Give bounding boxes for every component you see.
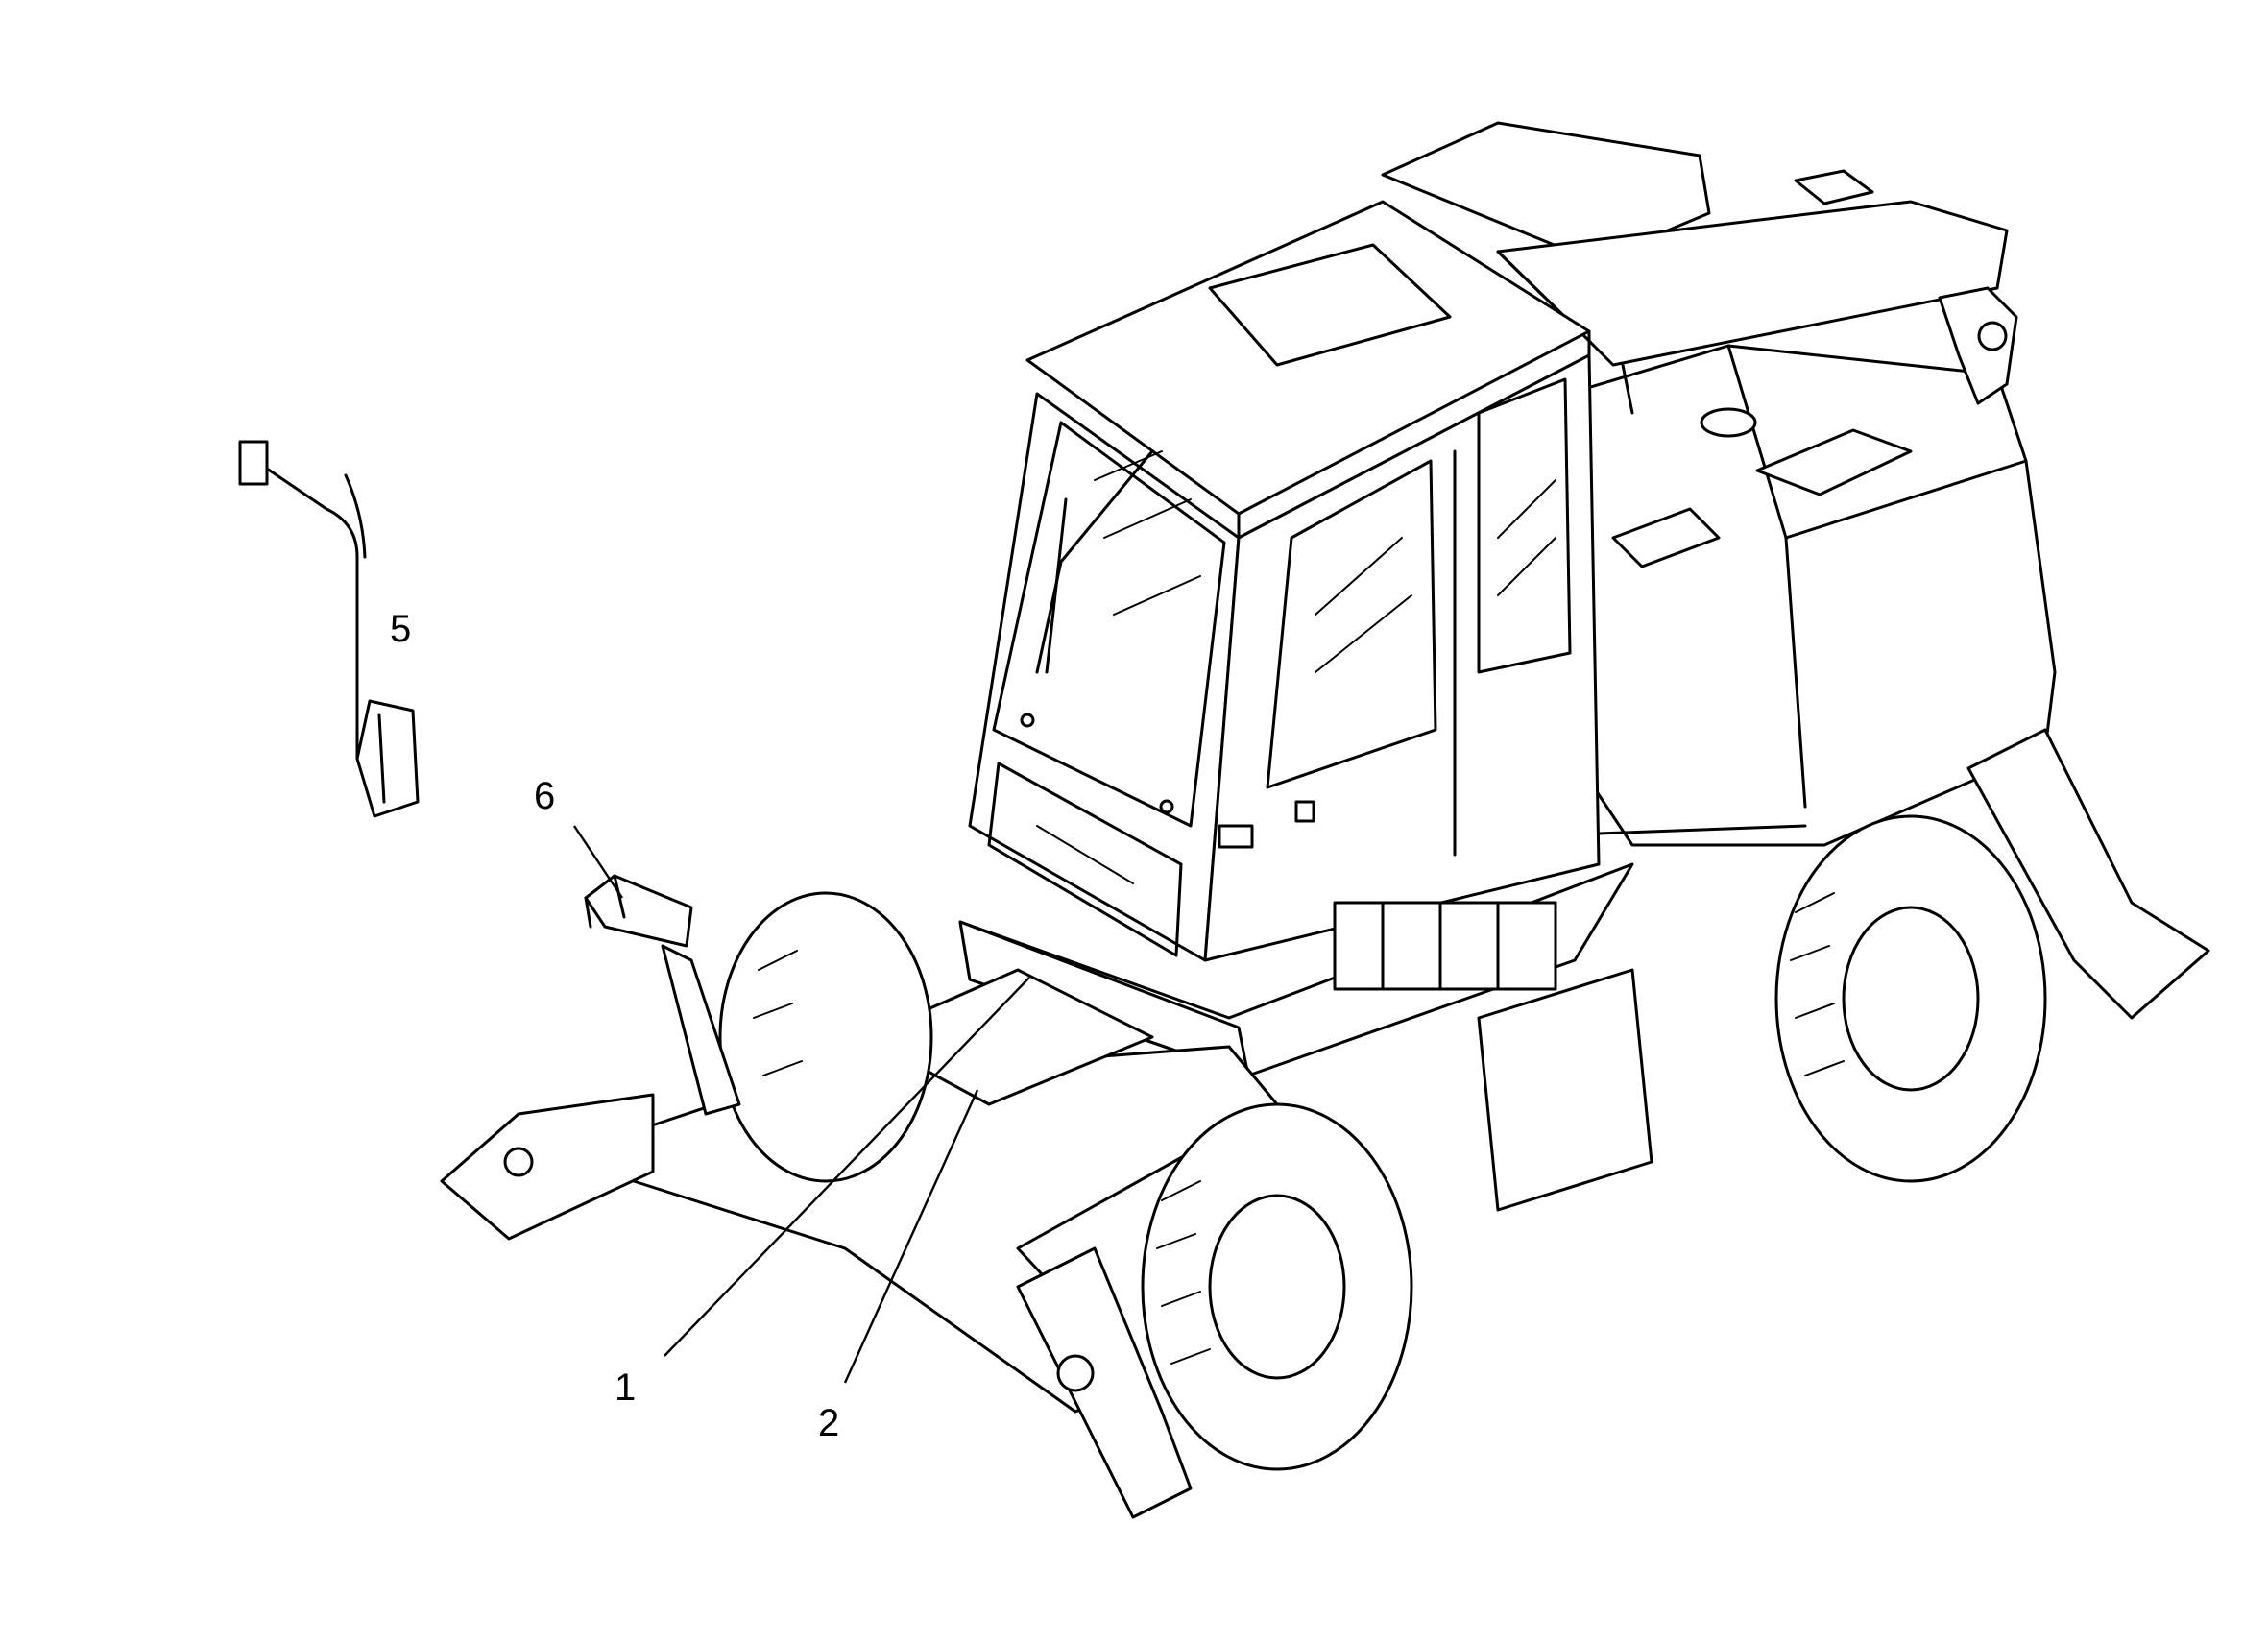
callout-1: 1: [615, 1366, 636, 1409]
leader-lines: [573, 825, 1030, 1384]
mirror-part-5: [238, 440, 420, 818]
callout-2: 2: [818, 1402, 839, 1444]
wheels: [718, 814, 2047, 1471]
lamp-part-6: [584, 874, 741, 1116]
rear-body: [1381, 121, 2057, 847]
boom: [1496, 169, 2018, 415]
cab: [968, 200, 1601, 962]
callout-5: 5: [390, 608, 411, 650]
undercarriage: [958, 862, 1653, 1212]
callout-6: 6: [534, 775, 555, 817]
